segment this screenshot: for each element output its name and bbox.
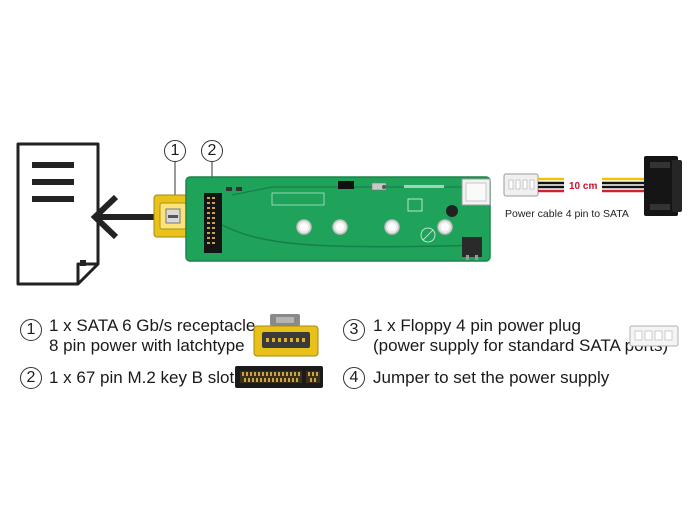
legend-item-1-line2: 8 pin power with latchtype bbox=[49, 336, 245, 355]
sata-receptacle-thumbnail bbox=[253, 314, 319, 357]
legend-item-3-line1: 1 x Floppy 4 pin power plug bbox=[373, 316, 581, 335]
m2-adapter-board bbox=[153, 176, 491, 262]
legend-number-4: 4 bbox=[343, 367, 365, 389]
legend-item-4-line1: Jumper to set the power supply bbox=[373, 368, 610, 387]
legend-number-1: 1 bbox=[20, 319, 42, 341]
legend-item-1-line1: 1 x SATA 6 Gb/s receptacle bbox=[49, 316, 256, 335]
callout-1: 1 bbox=[164, 140, 186, 162]
arrow-left-icon bbox=[90, 194, 154, 240]
callout-2: 2 bbox=[201, 140, 223, 162]
cable-caption: Power cable 4 pin to SATA bbox=[505, 208, 629, 220]
cable-length-label: 10 cm bbox=[569, 181, 598, 192]
power-cable-illustration bbox=[503, 156, 682, 216]
legend-number-2: 2 bbox=[20, 367, 42, 389]
legend-item-3-line2: (power supply for standard SATA ports) bbox=[373, 336, 669, 355]
m2-slot-thumbnail bbox=[235, 366, 323, 388]
floppy-plug-thumbnail bbox=[629, 325, 679, 347]
document-icon bbox=[16, 142, 100, 286]
legend-item-2-line1: 1 x 67 pin M.2 key B slot bbox=[49, 368, 235, 387]
legend-number-3: 3 bbox=[343, 319, 365, 341]
